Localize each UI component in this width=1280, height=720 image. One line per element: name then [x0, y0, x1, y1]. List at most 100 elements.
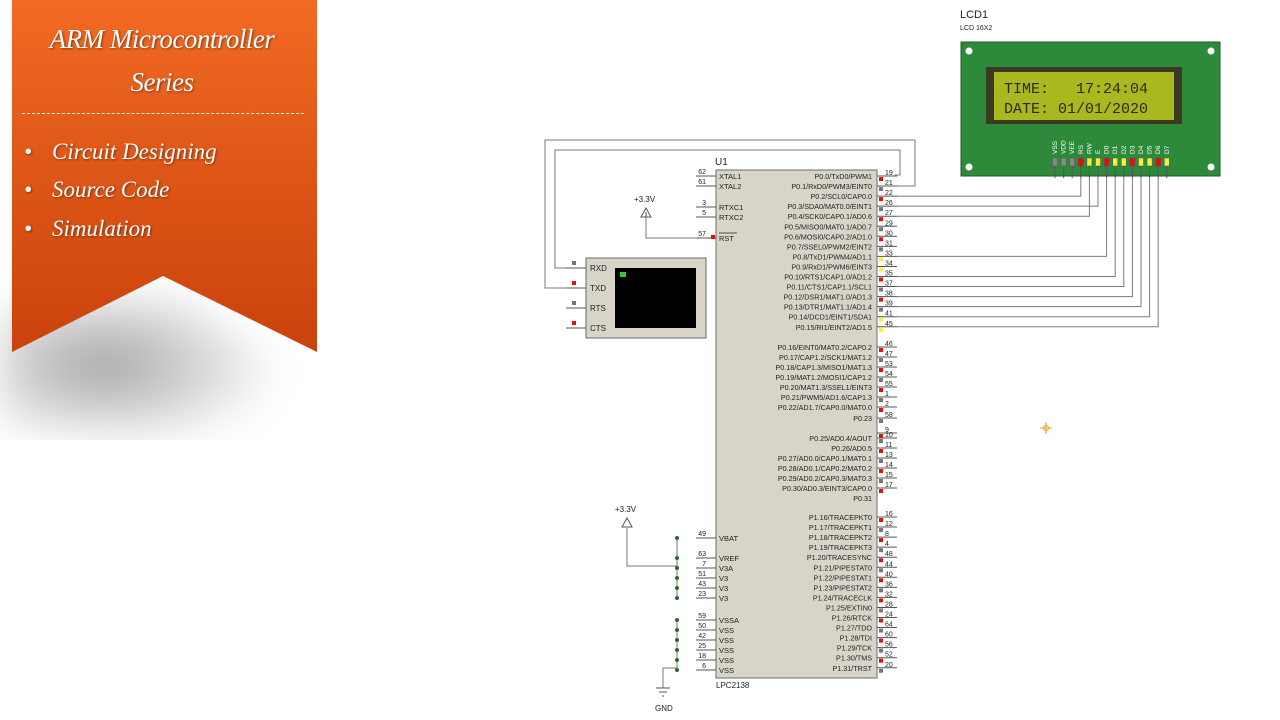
gnd-symbol: GND: [655, 687, 673, 713]
uart-wires: [544, 139, 916, 289]
mcu-pin-name: P0.0/TxD0/PWM1: [814, 172, 872, 181]
pin-state-marker: [879, 307, 883, 312]
mcu-pin-number: 32: [885, 591, 893, 598]
mcu-pin-name: P0.16/EINT0/MAT0.2/CAP0.2: [777, 343, 872, 352]
mcu-pin-name: P1.23/PIPESTAT2: [814, 583, 872, 592]
mcu-pin-name: P0.22/AD1.7/CAP0.0/MAT0.0: [778, 403, 872, 412]
lcd-pin: [1129, 157, 1136, 167]
lcd-screen: [994, 72, 1174, 120]
mcu-pin-number: 28: [885, 601, 893, 608]
mcu-pin-name: VSS: [719, 636, 734, 645]
mcu-pin-number: 21: [885, 180, 893, 187]
mcu-pin-name: P0.26/AD0.5: [831, 444, 872, 453]
mcu-pin-number: 40: [885, 571, 893, 578]
lcd-pin: [1112, 157, 1118, 167]
mcu-pin-name: P0.14/DCD1/EINT1/SDA1: [789, 313, 873, 322]
mcu-pin-number: 22: [885, 190, 893, 197]
pin-state-marker: [879, 648, 883, 653]
mcu-pin-number: 8: [885, 531, 889, 538]
mcu-pin-name: P0.18/CAP1.3/MISO1/MAT1.3: [775, 363, 872, 372]
pin-state-marker: [879, 368, 883, 372]
pin-state-marker: [879, 358, 883, 362]
mcu-pin-name: P0.27/AD0.0/CAP0.1/MAT0.1: [778, 454, 872, 463]
mcu-pin-number: 4: [885, 541, 889, 548]
lcd-ref: LCD1: [960, 9, 988, 21]
wire-segment: [897, 178, 1116, 277]
svg-text:+3.3V: +3.3V: [615, 505, 637, 514]
pin-state-marker: [879, 327, 883, 332]
mcu-pin-number: 14: [885, 462, 893, 469]
mcu-pin-name: V3: [719, 574, 728, 583]
mcu-pin-name: XTAL2: [719, 182, 741, 191]
mcu-pin-name: P1.24/TRACECLK: [813, 593, 872, 602]
pin-state-marker: [879, 568, 883, 573]
mcu-pin-number: 12: [885, 521, 893, 528]
pin-state-marker: [572, 321, 576, 325]
mcu-pin-name: VSS: [719, 646, 734, 655]
mcu-pin-name: P0.12/DSR1/MAT1.0/AD1.3: [783, 293, 872, 302]
junction-dot: [675, 596, 679, 600]
pin-state-marker: [879, 398, 883, 402]
mcu-pin-number: 15: [885, 472, 893, 479]
pin-state-marker: [879, 558, 883, 563]
mcu-pin-number: 30: [885, 230, 893, 237]
pin-state-marker: [879, 528, 883, 533]
mcu-pin-name: P1.18/TRACEPKT2: [809, 533, 872, 542]
lcd-mount-hole: [1207, 163, 1215, 171]
reset-wire: [645, 218, 700, 239]
mcu-pin-name: P0.3/SDA0/MAT0.0/EINT1: [787, 202, 872, 211]
mcu-pin-number: 44: [885, 561, 893, 568]
mcu-ref: U1: [715, 157, 728, 168]
mcu-pin-name: P0.10/RTS1/CAP1.0/AD1.2: [784, 273, 872, 282]
mcu-pin-number: 45: [885, 321, 893, 328]
lcd-pin-label: D5: [1147, 145, 1154, 154]
mcu-pin-name: P1.21/PIPESTAT0: [814, 563, 872, 572]
terminal-pin-name: TXD: [590, 284, 606, 293]
lcd-data-wires: [897, 178, 1159, 328]
terminal-pin-name: CTS: [590, 324, 606, 333]
terminal-led: [620, 272, 626, 277]
mcu-pin-number: 55: [885, 381, 893, 388]
mcu-pin-name: P0.1/RxD0/PWM3/EINT0: [791, 182, 872, 191]
mcu-pin-name: P0.13/DTR1/MAT1.1/AD1.4: [784, 303, 872, 312]
mcu-part: LPC2138: [716, 681, 750, 690]
mcu-pin-number: 13: [885, 452, 893, 459]
mcu-pin-name: P1.16/TRACEPKT0: [809, 513, 872, 522]
pin-state-marker: [879, 408, 883, 412]
mcu-pin-number: 17: [885, 482, 893, 489]
mcu-pin-number: 48: [885, 551, 893, 558]
mcu-pin-number: 46: [885, 341, 893, 348]
junction-dot: [675, 638, 679, 642]
pin-state-marker: [879, 207, 883, 212]
mcu-pin-number: 36: [885, 581, 893, 588]
junction-dot: [675, 648, 679, 652]
wire-segment: [897, 178, 1142, 308]
pin-state-marker: [879, 277, 883, 282]
mcu-pin-number: 64: [885, 622, 893, 629]
mcu-pin-number: 52: [885, 652, 893, 659]
banner-divider: [22, 113, 304, 114]
mcu-pin-number: 16: [885, 511, 893, 518]
bullet-item-circuit-designing: •Circuit Designing: [24, 139, 217, 164]
pin-state-marker: [879, 217, 883, 222]
pin-state-marker: [572, 281, 576, 285]
mcu-pin-number: 57: [698, 231, 706, 238]
pin-state-marker: [879, 578, 883, 583]
banner-shape: [0, 0, 317, 440]
mcu-pin-name: VSS: [719, 656, 734, 665]
mcu-pin-name: P1.28/TDI: [840, 634, 872, 643]
mcu-pin-name: P0.6/MOSI0/CAP0.2/AD1.0: [784, 232, 872, 241]
wire-segment: [897, 178, 1159, 328]
lcd-mount-hole: [1207, 47, 1215, 55]
pin-state-marker: [879, 449, 883, 453]
mcu-pin-number: 3: [702, 200, 706, 207]
lcd-pin: [1086, 157, 1093, 167]
pin-state-marker: [572, 261, 576, 265]
mcu-pin-name: V3A: [719, 564, 733, 573]
lcd-pin-label: D0: [1104, 145, 1111, 154]
lcd-line1: TIME: 17:24:04: [1004, 81, 1148, 98]
pin-state-marker: [879, 419, 883, 423]
mcu-pin-name: P1.20/TRACESYNC: [807, 553, 872, 562]
